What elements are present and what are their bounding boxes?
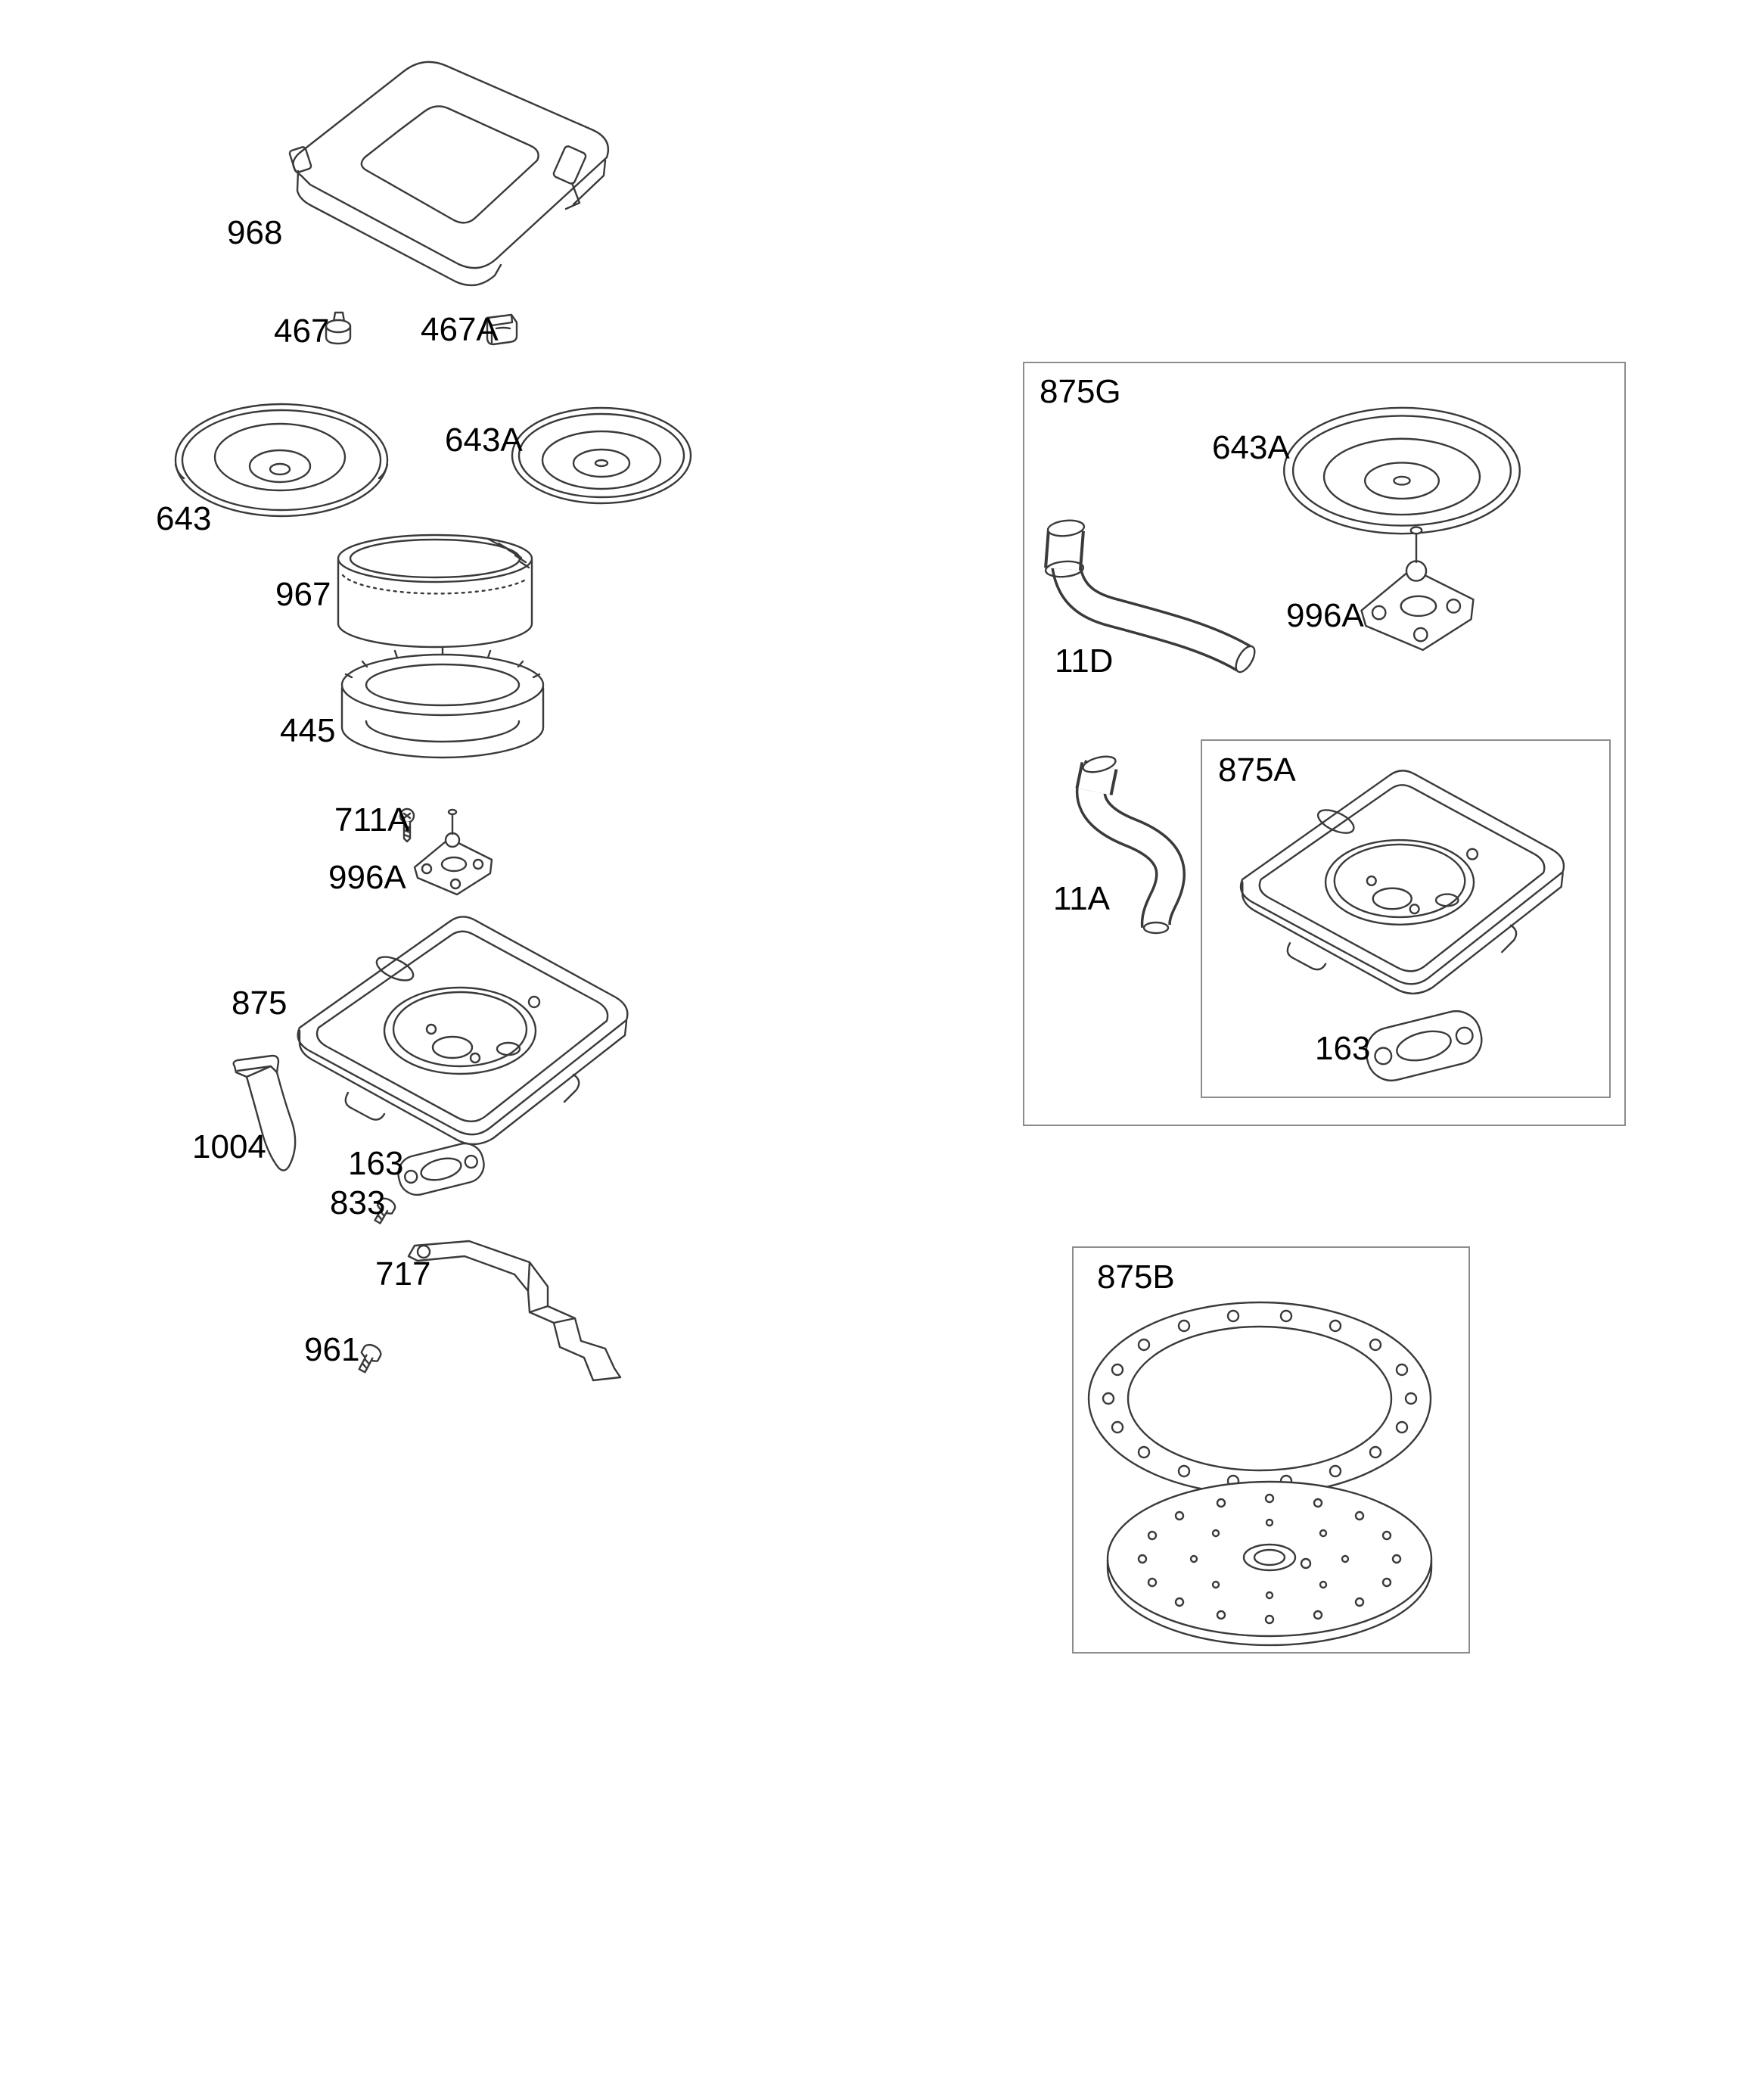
label-box-875A: 875A (1218, 751, 1296, 789)
label-643A-left: 643A (445, 422, 523, 459)
part-967-filter-cartridge (338, 535, 532, 647)
group-box-875B (1073, 1247, 1469, 1653)
part-467-knob (326, 313, 350, 344)
part-996A-bracket (413, 808, 493, 896)
label-box-875B: 875B (1097, 1258, 1175, 1296)
label-box-875G: 875G (1040, 373, 1121, 410)
label-163-left: 163 (348, 1145, 403, 1182)
part-875-air-cleaner-base (297, 916, 629, 1146)
label-445: 445 (280, 712, 335, 749)
label-875: 875 (232, 985, 287, 1022)
label-1004: 1004 (192, 1128, 266, 1165)
label-833: 833 (330, 1184, 385, 1221)
group-box-875A (1201, 740, 1610, 1097)
label-467A: 467A (421, 311, 499, 348)
label-967: 967 (275, 576, 331, 613)
label-643: 643 (156, 500, 211, 537)
label-961: 961 (304, 1331, 359, 1368)
label-643A-875G: 643A (1212, 429, 1290, 466)
label-711A: 711A (334, 801, 410, 838)
part-163-gasket (393, 1138, 489, 1200)
part-11A-breather-hose (1075, 754, 1186, 933)
label-996A-left: 996A (328, 859, 406, 896)
label-11A: 11A (1053, 880, 1111, 917)
part-875A-air-cleaner-base (1239, 770, 1565, 995)
part-467A-knob (487, 315, 517, 344)
part-996A-bracket-875G (1360, 525, 1475, 652)
label-968: 968 (227, 214, 282, 251)
part-643A-air-cleaner-cover (511, 406, 692, 505)
part-643A-air-cleaner-cover-875G (1282, 406, 1521, 535)
label-717: 717 (375, 1255, 430, 1293)
part-643-air-cleaner-cover-plate (176, 404, 387, 516)
label-163-875A: 163 (1315, 1030, 1370, 1067)
part-1004-bracket (234, 1056, 296, 1171)
part-163-gasket-875A (1360, 1004, 1488, 1087)
group-box-875G (1024, 362, 1625, 1125)
label-11D: 11D (1055, 642, 1113, 680)
part-875B-ring-gasket (1089, 1302, 1431, 1495)
part-11D-breather-hose (1044, 519, 1258, 675)
part-875B-diaphragm-plate (1108, 1482, 1431, 1645)
label-996A-875G: 996A (1286, 597, 1364, 634)
part-445-foam-sealing-ring (342, 648, 543, 758)
label-467: 467 (274, 313, 329, 350)
part-717-bracket (409, 1241, 620, 1380)
part-968-air-cleaner-cover (289, 62, 608, 285)
